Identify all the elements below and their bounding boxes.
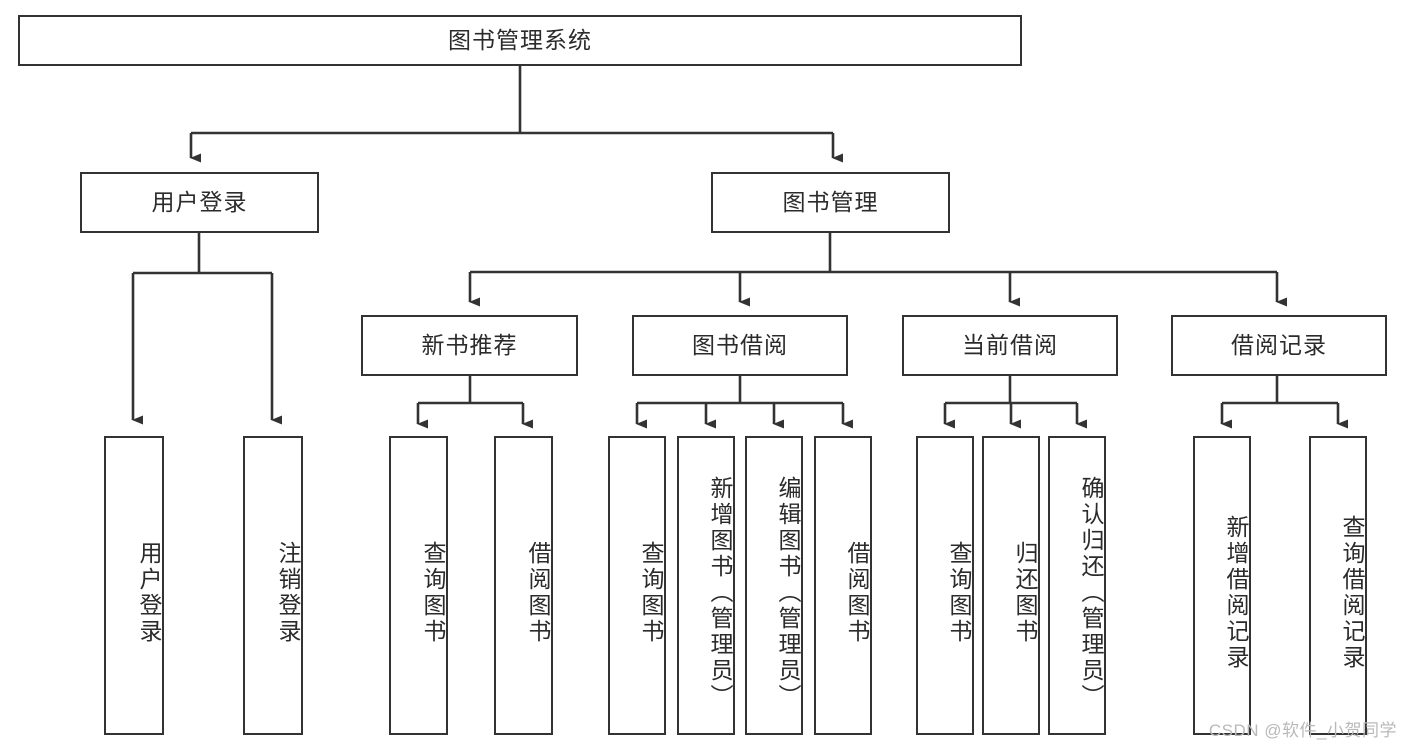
node-new-book-recommend-label: 新书推荐: [421, 331, 518, 358]
node-leaf-confirm-return[interactable]: 确认归还（管理员）: [1048, 436, 1106, 735]
node-leaf-query-book-3[interactable]: 查询图书: [916, 436, 974, 735]
node-leaf-return-book-label: 归还图书: [1012, 540, 1038, 645]
node-leaf-query-book-3-label: 查询图书: [946, 540, 972, 645]
node-new-book-recommend[interactable]: 新书推荐: [361, 315, 578, 376]
node-leaf-edit-book[interactable]: 编辑图书（管理员）: [745, 436, 803, 735]
node-user-login-label: 用户登录: [151, 188, 248, 215]
node-current-borrow-label: 当前借阅: [962, 331, 1058, 358]
node-leaf-borrow-book-1-label: 借阅图书: [525, 540, 551, 645]
node-leaf-return-book[interactable]: 归还图书: [982, 436, 1040, 735]
node-leaf-user-logout[interactable]: 注销登录: [243, 436, 303, 735]
node-leaf-user-login-label: 用户登录: [136, 540, 162, 645]
node-borrow-record[interactable]: 借阅记录: [1171, 315, 1387, 376]
node-user-login[interactable]: 用户登录: [80, 172, 319, 233]
node-leaf-query-borrow-record[interactable]: 查询借阅记录: [1309, 436, 1367, 735]
node-leaf-query-book-2-label: 查询图书: [638, 540, 664, 645]
node-borrow-record-label: 借阅记录: [1231, 331, 1327, 358]
node-leaf-query-book-2[interactable]: 查询图书: [608, 436, 666, 735]
node-root[interactable]: 图书管理系统: [18, 15, 1022, 66]
node-leaf-add-borrow-record[interactable]: 新增借阅记录: [1193, 436, 1251, 735]
node-current-borrow[interactable]: 当前借阅: [902, 315, 1118, 376]
node-leaf-add-borrow-record-label: 新增借阅记录: [1223, 514, 1249, 671]
node-leaf-query-borrow-record-label: 查询借阅记录: [1339, 514, 1365, 671]
node-book-management-label: 图书管理: [782, 188, 879, 215]
node-leaf-query-book-1[interactable]: 查询图书: [389, 436, 448, 735]
node-leaf-query-book-1-label: 查询图书: [420, 540, 446, 645]
node-root-label: 图书管理系统: [448, 26, 592, 53]
csdn-watermark: CSDN @软件_小贺同学: [1208, 721, 1397, 740]
node-leaf-confirm-return-label: 确认归还（管理员）: [1078, 475, 1104, 710]
node-leaf-add-book[interactable]: 新增图书（管理员）: [677, 436, 735, 735]
node-book-borrow[interactable]: 图书借阅: [632, 315, 848, 376]
node-leaf-user-login[interactable]: 用户登录: [104, 436, 164, 735]
node-leaf-user-logout-label: 注销登录: [275, 540, 301, 645]
node-leaf-add-book-label: 新增图书（管理员）: [707, 475, 733, 710]
node-leaf-borrow-book-1[interactable]: 借阅图书: [494, 436, 553, 735]
node-leaf-borrow-book-2[interactable]: 借阅图书: [814, 436, 872, 735]
node-book-management[interactable]: 图书管理: [711, 172, 950, 233]
node-leaf-borrow-book-2-label: 借阅图书: [844, 540, 870, 645]
node-book-borrow-label: 图书借阅: [692, 331, 788, 358]
node-leaf-edit-book-label: 编辑图书（管理员）: [775, 475, 801, 710]
